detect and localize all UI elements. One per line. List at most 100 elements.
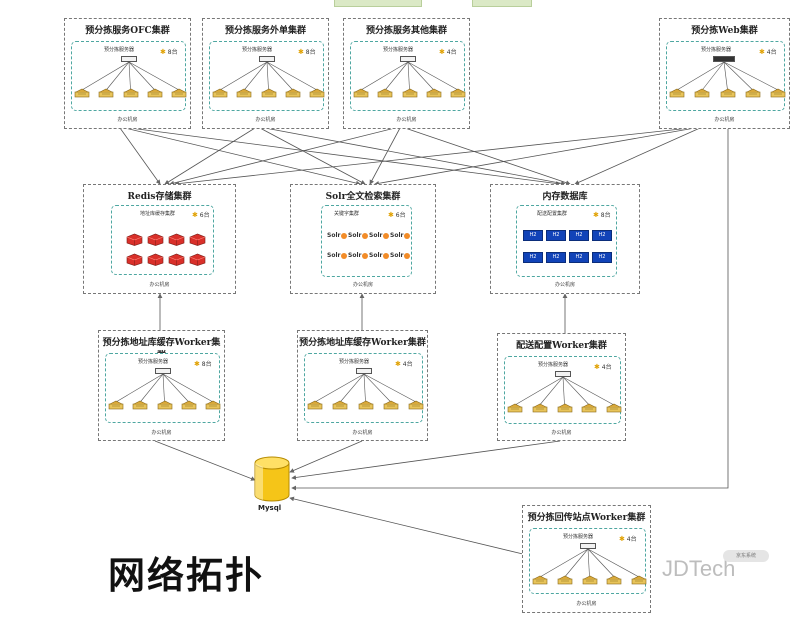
star-icon: ✱ <box>160 48 166 56</box>
cluster-title: 预分拣服务其他集群 <box>365 26 447 36</box>
cluster-title: 预分拣回传站点Worker集群 <box>527 513 646 523</box>
load-balancer-icon <box>713 56 735 62</box>
server-icon <box>606 403 622 413</box>
fan-link <box>266 61 293 91</box>
cluster-footer: 办公机房 <box>554 282 575 288</box>
fan-link <box>314 373 365 403</box>
fan-link <box>363 373 391 403</box>
solr-node-label: Solr <box>390 232 404 239</box>
server-icon <box>108 400 124 410</box>
watermark-badge: 京东系统 <box>723 550 769 562</box>
server-icon <box>332 400 348 410</box>
server-count-text: 4台 <box>766 49 777 56</box>
redis-node-icon <box>189 251 206 266</box>
redis-group-label: 地址库缓存集群 <box>140 211 176 217</box>
cluster-return-worker: 预分拣回传站点Worker集群 预分拣服务器 ✱ 4台 办公机房 <box>522 505 651 613</box>
server-icon <box>426 88 442 98</box>
cluster-title: 配送配置Worker集群 <box>516 341 607 351</box>
load-balancer-icon <box>400 56 416 62</box>
fan-link <box>219 61 268 91</box>
server-count-text: 8台 <box>600 212 611 219</box>
fan-link <box>562 376 590 406</box>
solr-node-icon: Solr <box>327 252 351 264</box>
cluster-footer: 办公机房 <box>396 117 417 123</box>
redis-group: 地址库缓存集群 ✱ 6台 <box>111 205 214 275</box>
solr-node-label: Solr <box>348 232 362 239</box>
solr-node-icon: Solr <box>369 232 393 244</box>
server-icon <box>123 88 139 98</box>
server-icon <box>74 88 90 98</box>
server-count-text: 4台 <box>601 364 612 371</box>
fan-links <box>514 376 615 406</box>
fan-link <box>363 373 366 403</box>
solr-sun-icon <box>404 252 411 259</box>
server-count-text: 4台 <box>446 49 457 56</box>
top-strip-right <box>472 0 532 7</box>
fan-links <box>539 548 640 578</box>
server-group-label: 预分拣服务器 <box>538 362 569 368</box>
server-count: ✱ 6台 <box>388 210 406 219</box>
redis-node-icon <box>189 231 206 246</box>
solr-sun-icon <box>341 252 348 259</box>
solr-node-icon: Solr <box>348 252 372 264</box>
fan-link <box>128 61 180 91</box>
top-strip-left <box>334 0 422 7</box>
server-group: 预分拣服务器 ✱ 4台 <box>350 41 466 111</box>
solr-node-label: Solr <box>369 252 383 259</box>
fan-link <box>266 61 269 91</box>
star-icon: ✱ <box>594 363 600 371</box>
server-icon <box>557 403 573 413</box>
star-icon: ✱ <box>388 211 394 219</box>
redis-node-icon <box>126 231 143 246</box>
server-count-text: 8台 <box>167 49 178 56</box>
fan-links <box>81 61 180 91</box>
server-icon <box>408 400 424 410</box>
load-balancer-icon <box>121 56 137 62</box>
cluster-footer: 办公机房 <box>255 117 276 123</box>
solr-node-icon: Solr <box>327 232 351 244</box>
server-icon <box>532 575 548 585</box>
solr-node-icon: Solr <box>390 232 414 244</box>
server-icon <box>205 400 221 410</box>
server-icon <box>377 88 393 98</box>
cluster-footer: 办公机房 <box>117 117 138 123</box>
fan-link <box>128 61 131 91</box>
star-icon: ✱ <box>298 48 304 56</box>
memory-group-label: 配送配置集群 <box>537 211 568 217</box>
redis-node-icon <box>168 231 185 246</box>
load-balancer-icon <box>356 368 372 374</box>
fan-link <box>140 373 164 403</box>
cluster-delivery-worker: 配送配置Worker集群 预分拣服务器 ✱ 4台 办公机房 <box>497 333 626 441</box>
server-icon <box>236 88 252 98</box>
server-count: ✱ 8台 <box>160 47 178 56</box>
server-count: ✱ 8台 <box>298 47 316 56</box>
redis-node-icon <box>126 251 143 266</box>
redis-node-icon <box>168 251 185 266</box>
solr-sun-icon <box>362 252 369 259</box>
server-icon <box>669 88 685 98</box>
fan-link <box>407 61 434 91</box>
star-icon: ✱ <box>439 48 445 56</box>
load-balancer-icon <box>259 56 275 62</box>
fan-link <box>539 376 564 406</box>
fan-link <box>723 61 753 91</box>
load-balancer-icon <box>555 371 571 377</box>
fan-link <box>128 61 155 91</box>
server-group-label: 预分拣服务器 <box>339 359 370 365</box>
fan-link <box>587 548 590 578</box>
cluster-web: 预分拣Web集群 预分拣服务器 ✱ 4台 办公机房 <box>659 18 790 129</box>
h2-node-icon: H2 <box>523 252 543 263</box>
fan-links <box>360 61 459 91</box>
server-group-label: 预分拣服务器 <box>383 47 414 53</box>
solr-sun-icon <box>341 232 348 239</box>
cluster-addr-lib-worker: 预分拣地址库缓存Worker集群 预分拣服务器 ✱ 4台 办公机房 <box>297 330 428 441</box>
redis-node-icon <box>147 231 164 246</box>
fan-links <box>219 61 318 91</box>
server-count: ✱ 8台 <box>593 210 611 219</box>
server-icon <box>770 88 786 98</box>
server-group: 预分拣服务器 ✱ 4台 <box>529 528 647 594</box>
star-icon: ✱ <box>395 360 401 368</box>
